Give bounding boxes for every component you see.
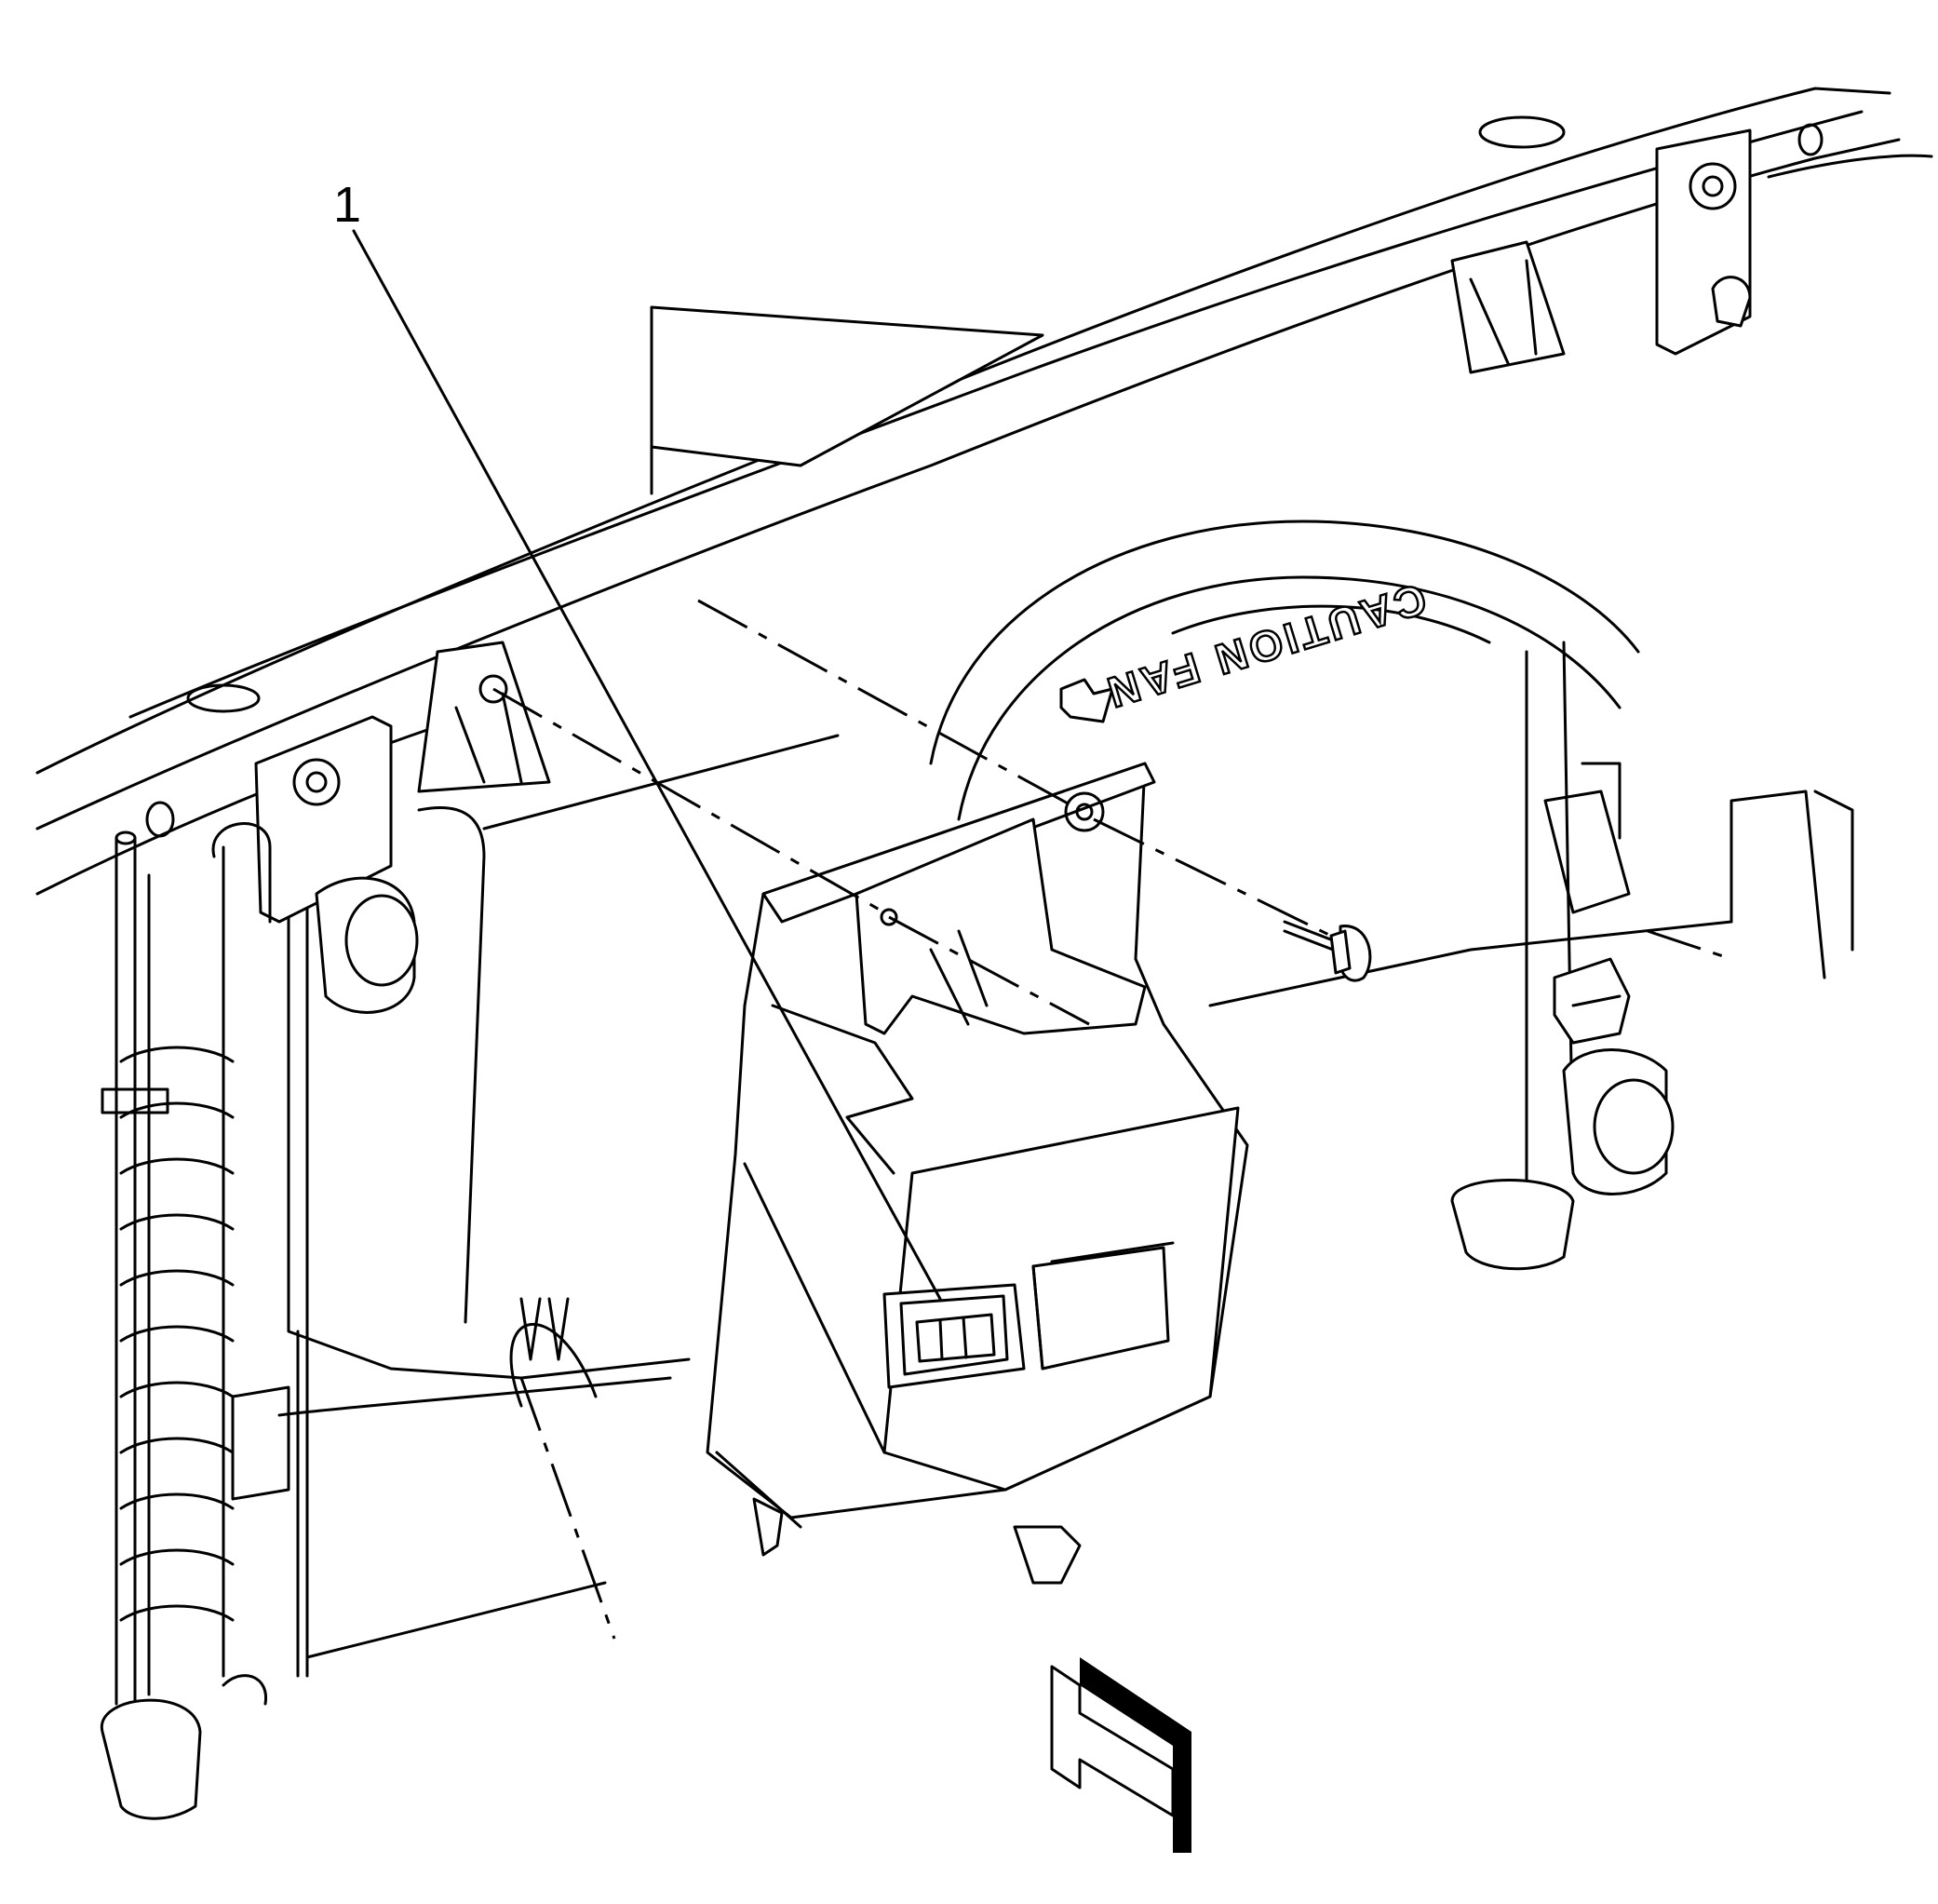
caution-fan-embossed-label: CAUTION FAN [1098,574,1432,718]
radiator-support-top [35,87,1933,896]
install-line-bolt [1093,817,1341,942]
arrow-embossed-icon [1059,678,1114,723]
install-line-upper [697,599,1081,812]
module-mount-flange [855,817,1147,1035]
install-line-left [492,687,885,914]
radiator-right-tank [1450,128,1752,1271]
callout-leader-line [352,229,942,1301]
radiator-left-tank [101,830,309,1820]
mount-hole-right [1064,791,1105,832]
mount-hole-left [880,908,898,926]
install-line-lower [888,915,1090,1026]
fan-control-module [706,762,1249,1585]
drain-fitting [101,1698,202,1820]
callout-number: 1 [333,177,361,233]
mount-tabs [417,240,1566,1361]
callout-1: 1 [333,177,942,1301]
installation-lines [492,599,1732,1640]
fan-ring: CAUTION FAN [929,520,1640,821]
fastener-bolt [1283,920,1372,982]
left-mount-bracket [211,715,419,1014]
view-direction-arrow-icon [1050,1657,1191,1853]
